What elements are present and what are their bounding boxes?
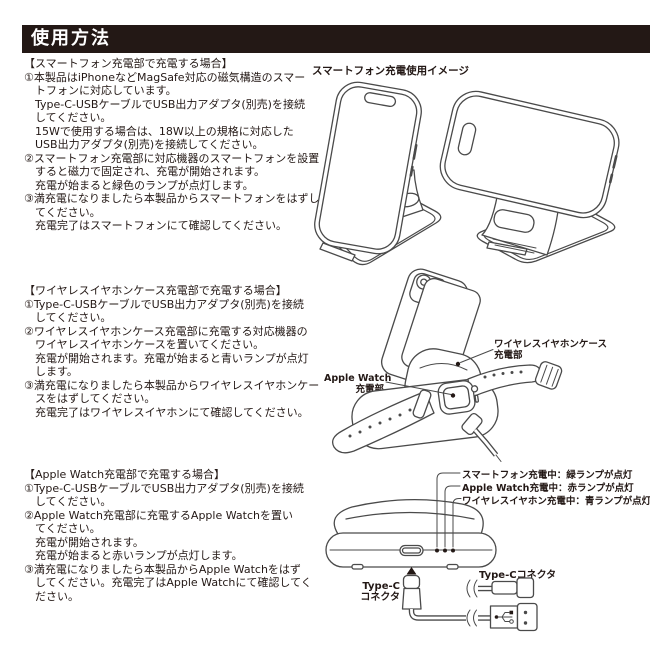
section-heading: 【ワイヤレスイヤホンケース充電部で充電する場合】 <box>24 284 287 297</box>
instruction-line: ②スマートフォン充電部に対応機器のスマートフォンを設置 <box>24 151 320 165</box>
folded-charger-body <box>325 499 497 570</box>
smartphone-usage-image-label: スマートフォン充電使用イメージ <box>312 65 469 77</box>
instructions-section-smartphone: 【スマートフォン充電部で充電する場合】 ①本製品はiPhoneなどMagSafe… <box>24 57 324 233</box>
instruction-line: ③満充電になりましたら本製品からワイヤレスイヤホンケー <box>24 378 320 392</box>
instruction-line: ださい。 <box>35 589 79 603</box>
type-c-connector-icon <box>401 574 491 627</box>
watch-face <box>437 380 479 415</box>
instruction-line: ①本製品はiPhoneなどMagSafe対応の磁気構造のスマー <box>24 70 306 84</box>
instruction-line: してください。充電完了はApple Watchにて確認してく <box>35 576 312 589</box>
instruction-line: スをはずしてください。 <box>35 392 156 405</box>
instruction-line: ③満充電になりましたら本製品からスマートフォンをはずし <box>24 192 320 205</box>
instruction-line: 充電が始まると緑色のランプが点灯します。 <box>35 178 254 192</box>
typec-left-line2: コネクタ <box>360 591 400 603</box>
type-c-connector-label-left: Type-C コネクタ <box>358 581 400 603</box>
instruction-line: してください。 <box>35 311 112 324</box>
earphone-charging-area-label: ワイヤレスイヤホンケース 充電部 <box>494 339 607 361</box>
charging-cable <box>461 412 502 462</box>
instruction-line: 充電が開始されます。 <box>35 535 144 549</box>
instruction-line: ②Apple Watch充電部に充電するApple Watchを置い <box>24 508 293 522</box>
charger-foot <box>446 563 459 570</box>
leader-lines <box>385 349 494 398</box>
smartphone-stands-illustration <box>314 81 620 266</box>
landscape-phone <box>439 90 620 219</box>
instruction-line: ワイヤレスイヤホンケースを置いてください。 <box>35 338 265 351</box>
instruction-line: ②ワイヤレスイヤホンケース充電部に充電する対応機器の <box>24 324 308 338</box>
watch-charging-area-label: Apple Watch 充電部 <box>324 373 392 395</box>
portrait-phone <box>314 81 422 255</box>
instruction-line: 充電が開始されます。充電が始まると青いランプが点灯 <box>35 351 309 365</box>
open-charger-illustration <box>331 268 563 462</box>
instruction-line: 充電完了はスマートフォンにて確認してください。 <box>35 219 288 232</box>
instruction-line: すると磁力で固定され、充電が開始されます。 <box>35 165 266 178</box>
usb-a-connector-icon <box>489 602 538 632</box>
led-indicator-dots <box>435 548 455 553</box>
instruction-line: 充電が始まると赤いランプが点灯します。 <box>35 549 243 562</box>
watch-crown <box>470 385 479 393</box>
stand-portrait <box>314 81 442 266</box>
instructions-section-watch: 【Apple Watch充電部で充電する場合】 ①Type-C-USBケーブルで… <box>24 468 324 603</box>
instruction-line: します。 <box>35 365 78 378</box>
stand-landscape <box>439 90 620 264</box>
instruction-line: てください。 <box>35 205 101 219</box>
instruction-line: してください。 <box>35 495 112 508</box>
section-heading: 【Apple Watch充電部で充電する場合】 <box>24 468 226 481</box>
lamp-label-smartphone: スマートフォン充電中：緑ランプが点灯 <box>462 470 633 481</box>
cable-break-mark <box>466 579 478 598</box>
page-title: 使用方法 <box>31 28 111 49</box>
instruction-line: してください。 <box>35 111 112 124</box>
apple-watch <box>331 361 563 454</box>
earphone-label-line1: ワイヤレスイヤホンケース <box>494 339 607 350</box>
instruction-line: USB出力アダプタ(別売)を接続してください。 <box>35 138 264 151</box>
typec-left-line1: Type-C <box>362 581 400 592</box>
phone-notch <box>364 92 397 108</box>
type-c-plug-icon <box>466 577 535 599</box>
lamp-label-earphone: ワイヤレスイヤホン充電中：青ランプが点灯 <box>462 496 650 507</box>
section-heading: 【スマートフォン充電部で充電する場合】 <box>24 57 233 70</box>
lamp-label-watch: Apple Watch充電中：赤ランプが点灯 <box>462 483 634 494</box>
folded-charger-illustration <box>325 472 538 632</box>
instruction-line: 充電完了はワイヤレスイヤホンにて確認してください。 <box>35 405 309 419</box>
phone-camera <box>457 122 477 156</box>
instruction-line: トフォンに対応しています。 <box>35 84 177 97</box>
watch-label-line2: 充電部 <box>355 384 384 395</box>
earphone-label-line2: 充電部 <box>494 350 523 361</box>
cable-break-mark <box>466 609 477 627</box>
instruction-line: ③満充電になりましたら本製品からApple Watchをはず <box>24 562 301 576</box>
instruction-line: Type-C-USBケーブルでUSB出力アダプタ(別売)を接続 <box>35 97 305 111</box>
instructions-section-earphone: 【ワイヤレスイヤホンケース充電部で充電する場合】 ①Type-C-USBケーブル… <box>24 284 324 419</box>
section-header: 使用方法 <box>22 25 650 53</box>
watch-label-line1: Apple Watch <box>324 373 392 384</box>
instruction-line: ①Type-C-USBケーブルでUSB出力アダプタ(別売)を接続 <box>24 297 304 311</box>
instruction-line: 15Wで使用する場合は、18W以上の規格に対応した <box>35 124 294 138</box>
instruction-line: てください。 <box>35 522 101 535</box>
lamp-leader-lines <box>436 472 462 548</box>
up-arrow-icon <box>406 567 417 575</box>
instruction-line: ①Type-C-USBケーブルでUSB出力アダプタ(別売)を接続 <box>24 481 304 495</box>
usb-c-port <box>399 544 424 557</box>
charger-foot <box>351 563 364 570</box>
type-c-connector-label-right: Type-Cコネクタ <box>479 570 557 581</box>
watch-buckle <box>534 361 563 390</box>
